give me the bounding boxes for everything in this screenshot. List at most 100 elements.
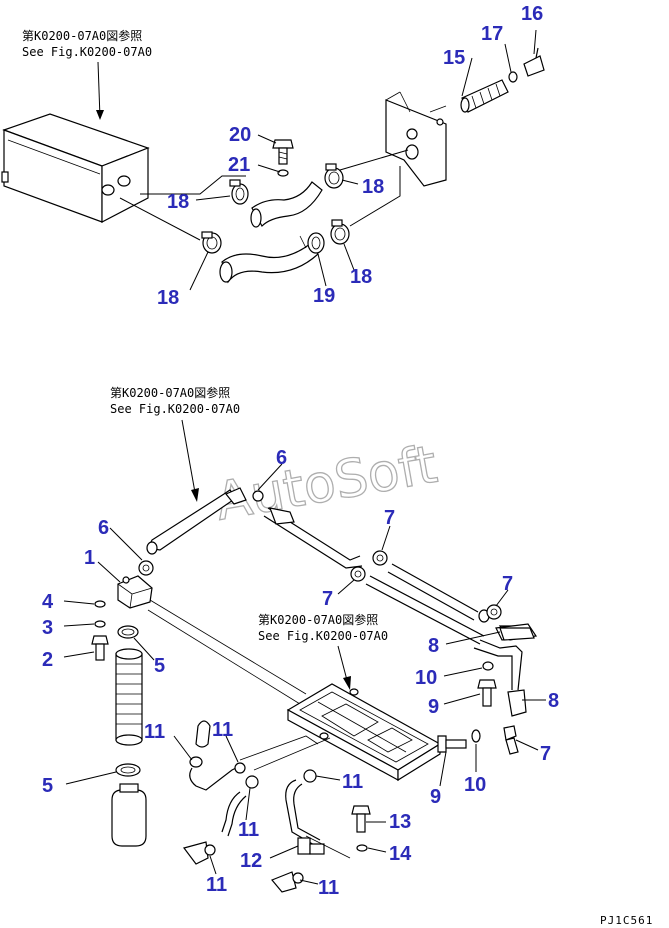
- label-11f: 11: [318, 877, 339, 899]
- line-breather-to-pan: [149, 599, 307, 695]
- label-8b: 8: [548, 690, 559, 712]
- clamp-18b: [201, 231, 222, 254]
- leader-14: [367, 847, 387, 853]
- leader-18b: [189, 251, 209, 291]
- leader-6a: [109, 527, 143, 561]
- leader-11d: [315, 775, 341, 781]
- washer-17: [508, 71, 518, 83]
- line-pan-b: [253, 737, 331, 771]
- label-9b: 9: [430, 786, 441, 808]
- label-9a: 9: [428, 696, 439, 718]
- clamp-18a: [229, 179, 249, 205]
- label-8a: 8: [428, 635, 439, 657]
- pipe-upper-left: [147, 489, 237, 551]
- bottle: [111, 783, 147, 847]
- leader-4: [63, 600, 95, 605]
- label-20: 20: [229, 124, 251, 146]
- label-12: 12: [240, 850, 262, 872]
- bottom-assembly: 第K0200-07A0図参照 See Fig.K0200-07A0 第K0200…: [42, 385, 653, 927]
- drawing-code: PJ1C561: [600, 914, 653, 927]
- clamp-7c: [486, 604, 502, 620]
- bolt-9b: [437, 735, 467, 753]
- top-line-a: [140, 175, 246, 195]
- leader-11b: [225, 735, 239, 763]
- washer-10a: [482, 661, 494, 671]
- leader-3: [63, 623, 95, 627]
- label-10b: 10: [464, 774, 486, 796]
- label-7c: 7: [502, 573, 513, 595]
- label-11a: 11: [144, 721, 165, 743]
- label-18b: 18: [157, 287, 179, 309]
- washer-10b: [471, 729, 481, 743]
- clamp-18c: [324, 163, 344, 189]
- leader-17: [504, 43, 512, 73]
- bottom-reference-jp: 第K0200-07A0図参照: [258, 612, 378, 627]
- clamp-5a: [117, 625, 139, 639]
- hose-upper: [251, 181, 323, 227]
- leader-18d: [343, 243, 355, 271]
- leader-8a: [445, 631, 501, 645]
- leader-11f: [299, 879, 319, 885]
- label-3: 3: [42, 617, 53, 639]
- label-11b: 11: [212, 719, 233, 741]
- leader-5a: [133, 637, 155, 661]
- pipe-11b-edge: [227, 795, 247, 837]
- fitting-11d: [303, 769, 317, 783]
- label-18c: 18: [362, 176, 384, 198]
- clamp-7a: [372, 550, 388, 566]
- leader-7c: [495, 589, 509, 607]
- pipe-11b: [221, 791, 241, 833]
- fitting-11a: [189, 756, 203, 768]
- label-7b: 7: [322, 588, 333, 610]
- fitting-11b: [234, 762, 246, 774]
- pipe-long-b: [369, 575, 485, 637]
- leader-10a: [443, 667, 483, 677]
- label-7a: 7: [384, 507, 395, 529]
- hose-5: [115, 648, 143, 746]
- leader-15: [461, 57, 473, 97]
- fitting-16: [523, 47, 545, 77]
- label-13: 13: [389, 811, 411, 833]
- leader-6b: [257, 463, 283, 491]
- label-14: 14: [389, 843, 412, 865]
- hose-19: [221, 243, 319, 284]
- label-5a: 5: [154, 655, 165, 677]
- top-line-c: [339, 149, 409, 171]
- leader-21: [257, 164, 281, 173]
- top-reference-en: See Fig.K0200-07A0: [22, 45, 152, 59]
- label-18d: 18: [350, 266, 372, 288]
- middle-reference-en: See Fig.K0200-07A0: [110, 402, 240, 416]
- leader-2: [63, 651, 95, 658]
- pipe-12-edge: [293, 783, 321, 841]
- pipe-upper-right: [267, 507, 361, 561]
- gasket-right: [499, 627, 535, 641]
- clamp-5b: [115, 763, 141, 777]
- label-19: 19: [313, 285, 335, 307]
- label-11e: 11: [206, 874, 227, 896]
- clamp-19: [307, 232, 325, 254]
- bolt-2: [91, 635, 109, 661]
- leader-9b: [439, 751, 447, 787]
- label-11d: 11: [342, 771, 363, 793]
- middle-reference-arrow: [181, 419, 197, 499]
- label-21: 21: [228, 154, 250, 176]
- leader-7b: [337, 579, 355, 595]
- leader-11a: [173, 735, 193, 761]
- tank-box: [1, 113, 150, 223]
- bracket-8-lower: [507, 689, 527, 717]
- label-4: 4: [42, 591, 54, 613]
- bottom-reference-arrowhead: [343, 676, 351, 690]
- pipe-11a: [189, 765, 241, 791]
- hose-11a: [195, 720, 211, 748]
- nozzle-11b: [271, 871, 304, 893]
- leader-19: [317, 253, 327, 287]
- leader-20: [257, 134, 277, 144]
- bolt-13: [351, 805, 371, 833]
- middle-reference-arrowhead: [191, 488, 199, 502]
- leader-9a: [443, 693, 481, 705]
- line-12-to-14: [305, 835, 351, 859]
- leader-16: [533, 29, 537, 55]
- mounting-bracket: [385, 91, 447, 187]
- bolt-9a: [477, 679, 497, 707]
- top-reference-arrow: [97, 61, 101, 119]
